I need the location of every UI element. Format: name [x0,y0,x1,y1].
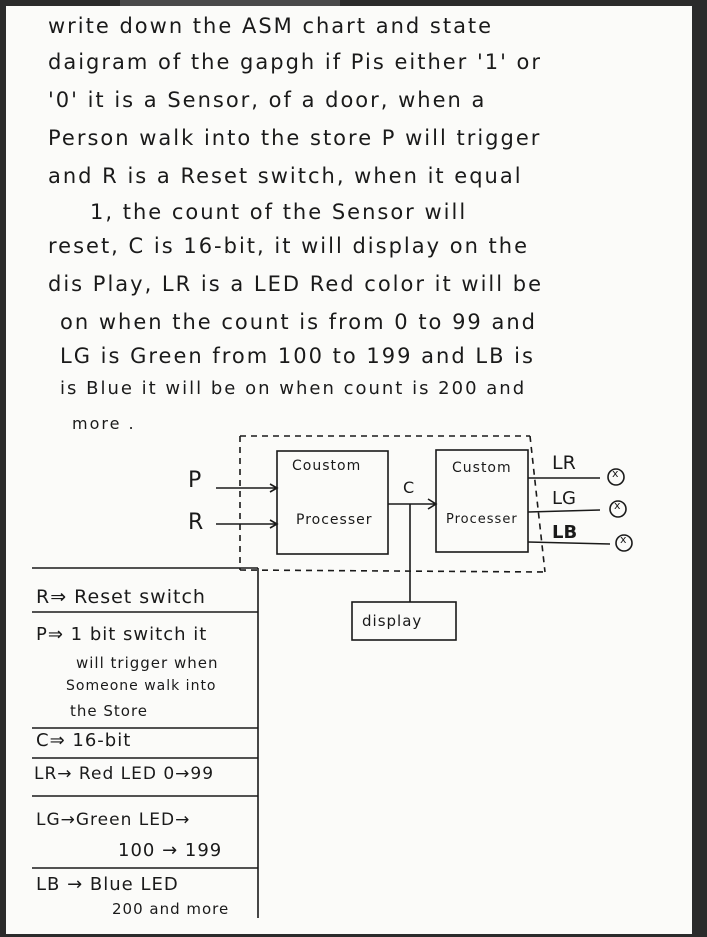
r-input-arrow [216,519,279,529]
problem-line-12: more . [72,414,136,433]
processor-1-title: Coustom [292,458,362,474]
output-lg-label: LG [552,488,576,509]
processor-1-subtitle: Processer [296,512,373,528]
lb-output-mark: x [620,533,627,546]
notebook-page [6,6,692,934]
problem-line-6: 1, the count of the Sensor will [90,200,468,224]
output-lb-label: LB [552,522,578,543]
problem-line-11: is Blue it will be on when count is 200 … [60,378,527,399]
lr-output-circle [607,468,625,486]
processor-2-subtitle: Processer [446,512,518,527]
problem-line-9: on when the count is from 0 to 99 and [60,310,537,334]
problem-line-2: daigram of the gapgh if Pis either '1' o… [48,50,543,74]
legend-lr: LR→ Red LED 0→99 [34,764,215,784]
legend-lb-line-1: LB → Blue LED [36,874,179,895]
lg-output-mark: x [614,499,621,512]
legend-p-line-2: will trigger when [76,654,219,672]
lr-output-mark: x [612,467,619,480]
problem-line-1: write down the ASM chart and state [48,14,494,38]
legend-c: C⇒ 16-bit [36,730,132,751]
problem-line-10: LG is Green from 100 to 199 and LB is [60,344,535,368]
problem-line-7: reset, C is 16-bit, it will display on t… [48,234,530,258]
lg-output-circle [609,500,627,518]
scan-edge-strip [120,0,340,6]
legend-p-line-3: Someone walk into [66,678,217,694]
bus-c-arrow [388,498,438,510]
problem-line-4: Person walk into the store P will trigge… [48,126,542,150]
lg-line [527,509,601,513]
legend-p-line-4: the Store [70,702,149,720]
display-label: display [362,612,423,630]
legend-p-line-1: P⇒ 1 bit switch it [36,624,208,645]
lb-output-circle [615,534,633,552]
boundary-right [529,435,546,573]
legend-lg-line-1: LG→Green LED→ [36,810,191,830]
processor-2-title: Custom [452,460,512,476]
processor-1-box [276,450,389,555]
input-p-label: P [188,468,202,493]
boundary-bottom [239,569,546,573]
lb-line [527,541,611,545]
problem-line-5: and R is a Reset switch, when it equal [48,164,523,188]
processor-2-box [435,449,529,553]
display-box [351,601,457,641]
bus-c-label: C [403,478,415,497]
p-input-arrow [216,483,279,493]
input-r-label: R [188,510,204,535]
legend-lg-line-2: 100 → 199 [118,840,223,861]
problem-line-8: dis Play, LR is a LED Red color it will … [48,272,544,296]
output-lr-label: LR [552,452,576,474]
legend-r: R⇒ Reset switch [36,586,206,608]
legend-lb-line-2: 200 and more [112,900,230,918]
problem-line-3: '0' it is a Sensor, of a door, when a [48,88,487,112]
